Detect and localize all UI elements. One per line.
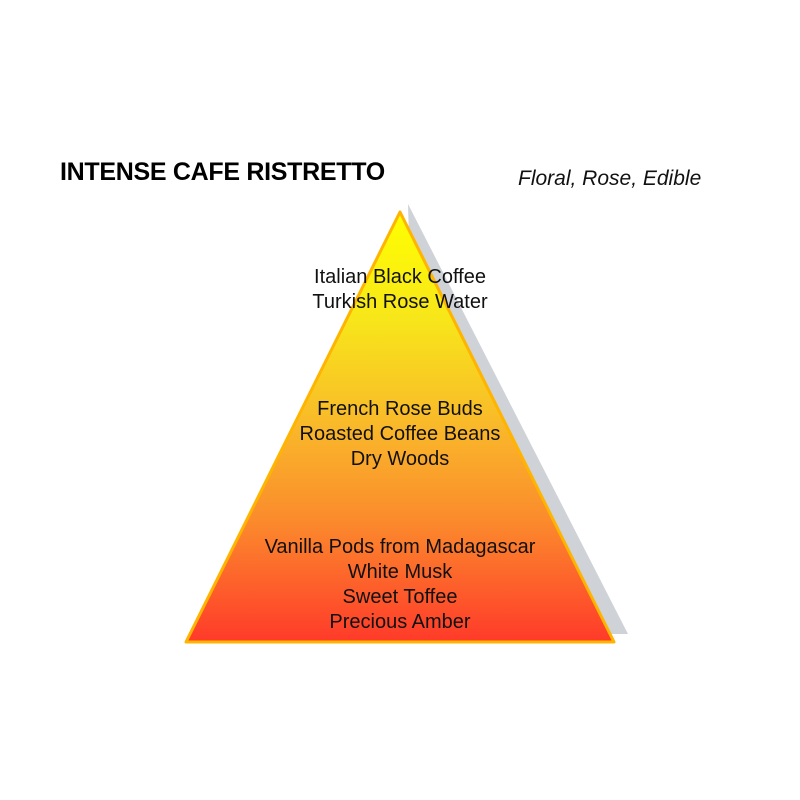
note: Italian Black Coffee (314, 266, 486, 288)
perfume-title: INTENSE CAFE RISTRETTO (60, 158, 385, 186)
note: Precious Amber (329, 611, 471, 633)
note: French Rose Buds (317, 398, 483, 420)
note: White Musk (347, 561, 453, 583)
top-notes: Italian Black Coffee Turkish Rose Water (200, 265, 600, 315)
note: Turkish Rose Water (312, 291, 488, 313)
note: Sweet Toffee (342, 586, 458, 608)
note: Dry Woods (350, 448, 450, 470)
note: Vanilla Pods from Madagascar (264, 536, 536, 558)
note: Roasted Coffee Beans (299, 423, 501, 445)
scent-family: Floral, Rose, Edible (518, 167, 702, 190)
base-notes: Vanilla Pods from Madagascar White Musk … (200, 535, 600, 635)
pyramid-shape (184, 210, 616, 644)
middle-notes: French Rose Buds Roasted Coffee Beans Dr… (200, 397, 600, 472)
